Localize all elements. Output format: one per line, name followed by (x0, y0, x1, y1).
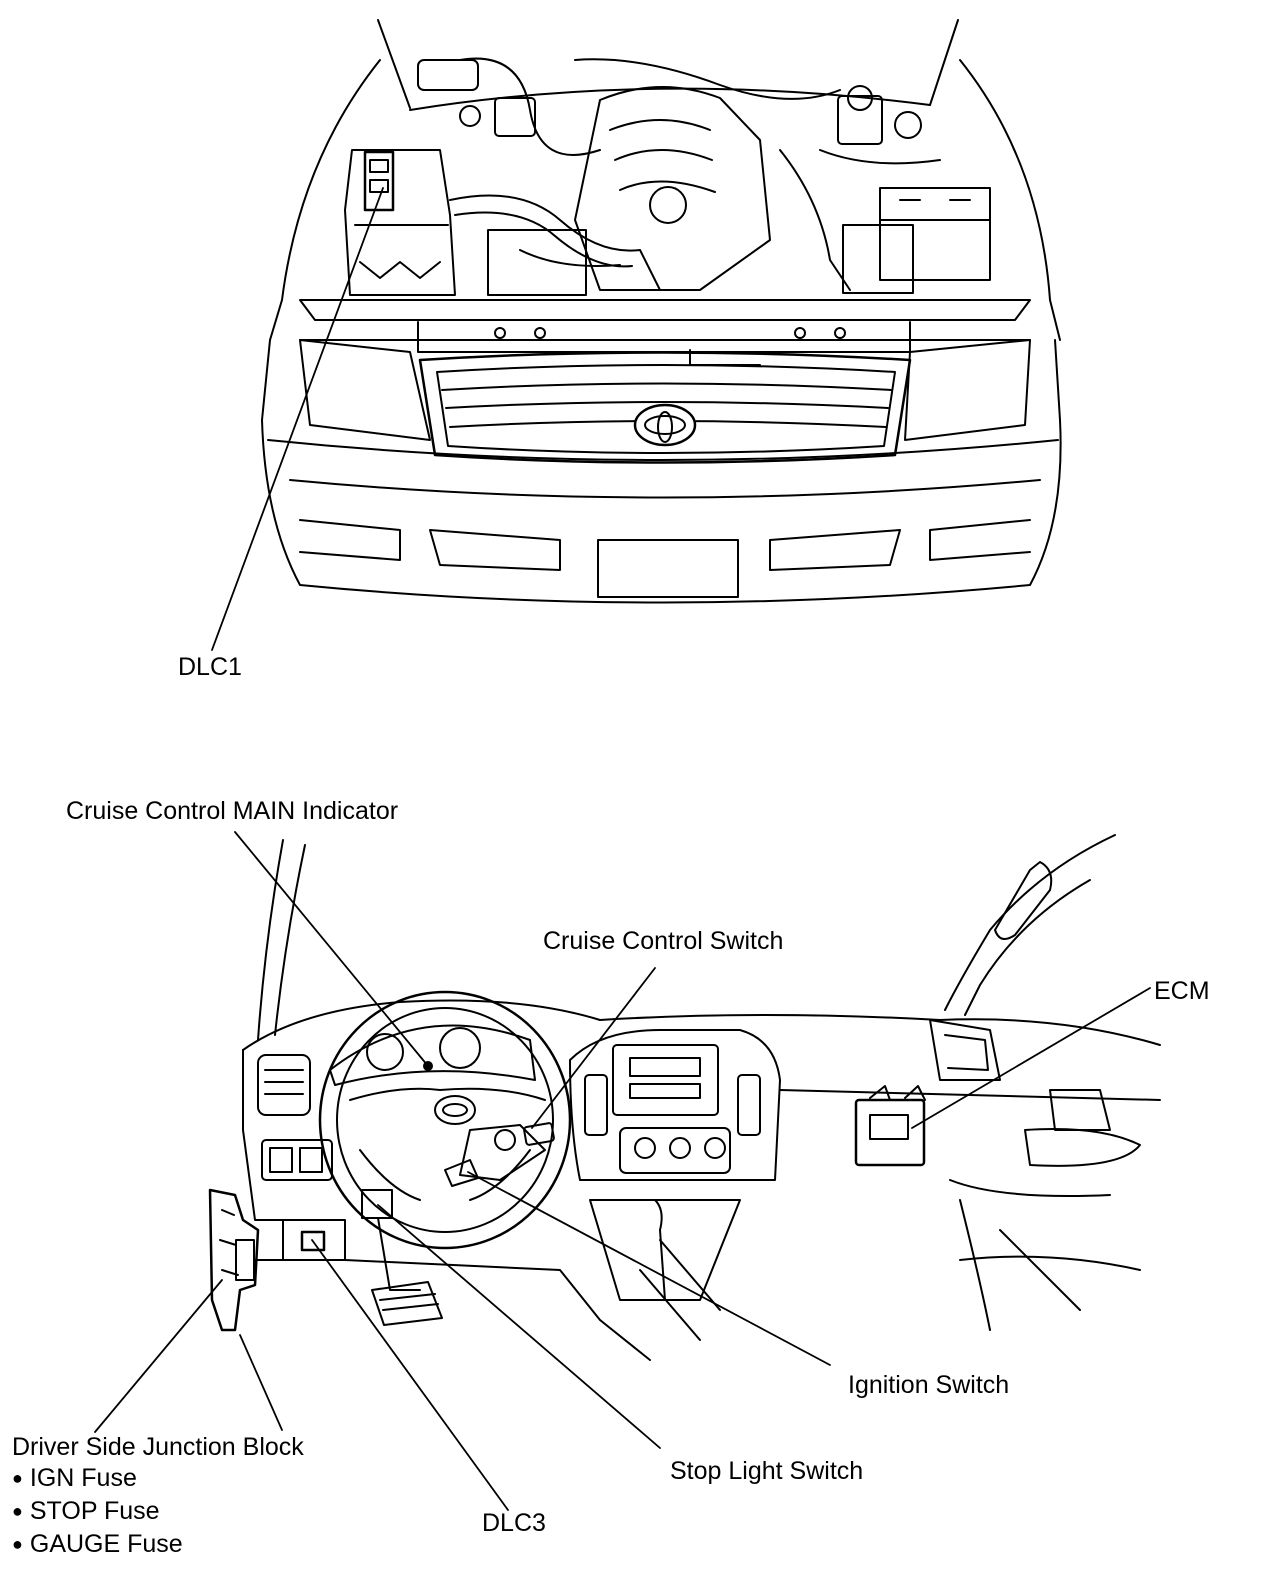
cruise-switch-label: Cruise Control Switch (543, 927, 784, 955)
dlc1-leader-line (211, 187, 384, 651)
stop-light-switch-label: Stop Light Switch (670, 1457, 864, 1485)
leader-lines (94, 831, 1151, 1511)
cruise-switch-leader (531, 967, 656, 1129)
fuse-list: IGN Fuse STOP Fuse GAUGE Fuse (12, 1463, 183, 1562)
dashboard-illustration (208, 834, 1161, 1361)
ecm-label: ECM (1154, 977, 1210, 1005)
fuse-item-ign: IGN Fuse (12, 1463, 183, 1496)
engine-compartment-illustration (261, 19, 1062, 604)
junction-block-leader-2 (239, 1334, 283, 1431)
dlc3-leader (311, 1239, 509, 1511)
junction-block-label: Driver Side Junction Block (12, 1433, 304, 1461)
dlc1-label: DLC1 (178, 653, 242, 681)
ignition-switch-label: Ignition Switch (848, 1371, 1010, 1399)
fuse-item-stop: STOP Fuse (12, 1496, 183, 1529)
fuse-item-gauge: GAUGE Fuse (12, 1529, 183, 1562)
ecm-leader (911, 987, 1151, 1129)
cruise-main-indicator-leader (234, 831, 429, 1067)
ignition-switch-leader (467, 1171, 831, 1366)
dlc3-label: DLC3 (482, 1509, 546, 1537)
cruise-main-indicator-label: Cruise Control MAIN Indicator (66, 797, 399, 825)
stop-light-switch-leader (377, 1204, 661, 1449)
junction-block-leader-1 (94, 1279, 223, 1433)
